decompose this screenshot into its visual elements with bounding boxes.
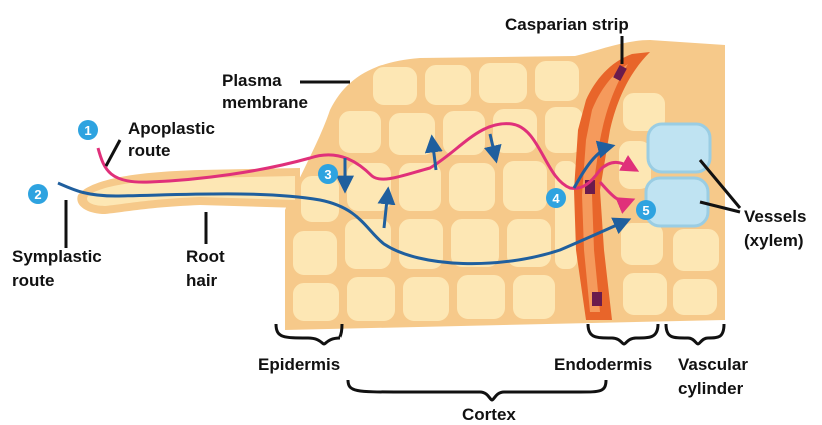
cell — [534, 60, 580, 102]
apoplastic-route-label-2: route — [128, 141, 171, 160]
cell — [292, 230, 338, 276]
cell — [372, 66, 418, 106]
step-badge-5: 5 — [636, 200, 656, 220]
vessels-label: Vessels — [744, 207, 806, 226]
cell — [424, 64, 472, 106]
cell — [346, 276, 396, 322]
cortex-label: Cortex — [462, 405, 516, 424]
svg-text:1: 1 — [84, 123, 91, 138]
leader-line — [106, 140, 120, 166]
vascular-bracket — [666, 324, 724, 344]
vascular-cylinder-label-2: cylinder — [678, 379, 744, 398]
cell — [502, 160, 548, 212]
casparian-strip-mark — [592, 292, 602, 306]
step-badge-3: 3 — [318, 164, 338, 184]
apoplastic-route-label: Apoplastic — [128, 119, 215, 138]
cell — [292, 282, 340, 322]
cell — [338, 110, 382, 154]
endodermis-bracket — [588, 324, 658, 344]
cortex-bracket — [348, 380, 606, 400]
plasma-membrane-label-2: membrane — [222, 93, 308, 112]
symplastic-route-label: Symplastic — [12, 247, 102, 266]
svg-text:2: 2 — [34, 187, 41, 202]
svg-text:4: 4 — [552, 191, 560, 206]
cell — [478, 62, 528, 104]
svg-text:5: 5 — [642, 203, 649, 218]
cell — [450, 218, 500, 268]
endodermis-label: Endodermis — [554, 355, 652, 374]
root-hair-label-2: hair — [186, 271, 218, 290]
cell — [622, 272, 668, 316]
step-badge-4: 4 — [546, 188, 566, 208]
cell — [402, 276, 450, 322]
vascular-cylinder-label: Vascular — [678, 355, 748, 374]
xylem-vessel — [646, 178, 708, 226]
vessels-label-2: (xylem) — [744, 231, 804, 250]
svg-text:3: 3 — [324, 167, 331, 182]
cell — [448, 162, 496, 212]
region-brackets — [276, 324, 724, 400]
xylem-vessel — [648, 124, 710, 172]
cell — [512, 274, 556, 320]
root-hair-label: Root — [186, 247, 225, 266]
casparian-strip-label: Casparian strip — [505, 15, 629, 34]
symplastic-route-label-2: route — [12, 271, 55, 290]
step-badge-1: 1 — [78, 120, 98, 140]
step-badge-2: 2 — [28, 184, 48, 204]
epidermis-label: Epidermis — [258, 355, 340, 374]
cell — [492, 108, 538, 154]
cell — [388, 112, 436, 156]
cell — [672, 278, 718, 316]
plasma-membrane-label: Plasma — [222, 71, 282, 90]
cell — [672, 228, 720, 272]
cell — [620, 222, 664, 266]
cell — [456, 274, 506, 320]
